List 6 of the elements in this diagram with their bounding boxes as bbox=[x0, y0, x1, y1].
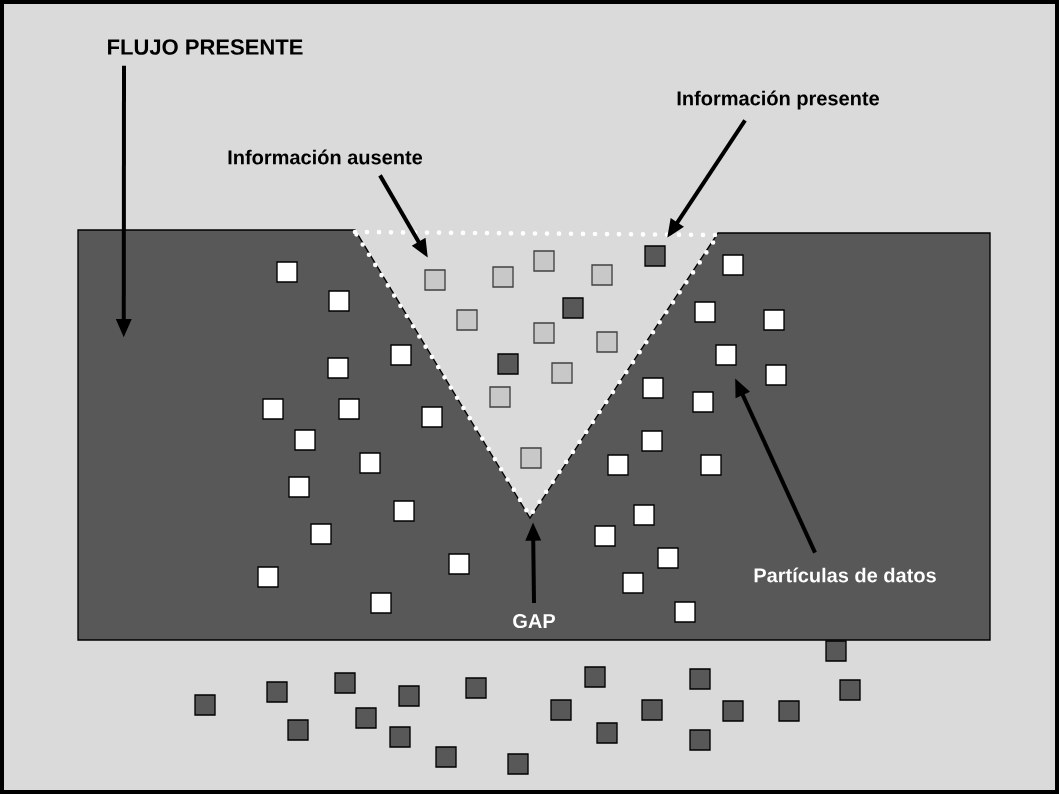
callout-label: Información presente bbox=[677, 90, 879, 110]
data-band-drawing bbox=[77, 229, 991, 641]
callout-label: FLUJO PRESENTE bbox=[108, 39, 303, 55]
callout-label: Partículas de datos bbox=[754, 567, 936, 583]
callout-label: GAP bbox=[513, 613, 555, 629]
callout-label: Información ausente bbox=[228, 149, 423, 165]
